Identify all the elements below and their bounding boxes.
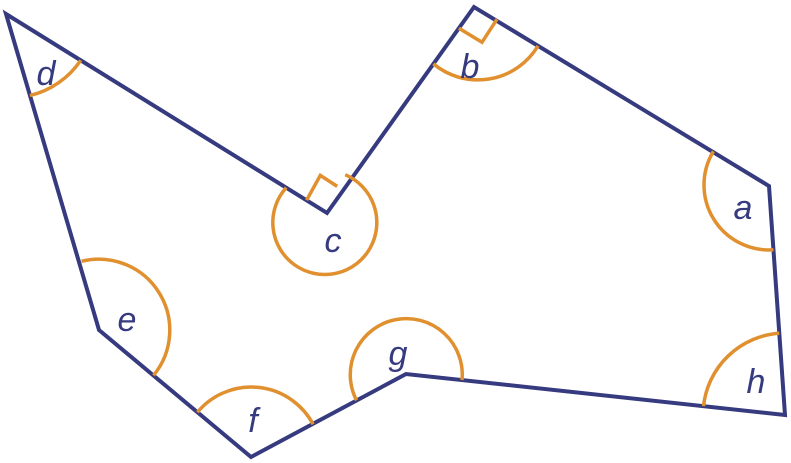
angle-arc-e [81,257,172,377]
right-angle-marker-c [305,172,339,202]
angle-label-a: a [734,189,753,227]
angle-label-d: d [37,55,57,93]
angle-label-b: b [461,48,480,86]
angle-label-g: g [389,335,408,373]
angle-label-e: e [118,301,137,339]
angle-label-h: h [747,363,766,401]
angle-arc-d [29,59,83,98]
angle-arc-a [702,150,774,252]
angle-arc-c [271,173,379,277]
angle-arc-b [432,44,540,82]
angle-arc-g [348,316,465,402]
right-angle-marker-b [457,18,499,45]
angle-arc-h [701,331,780,407]
angle-arc-f [196,385,315,426]
polygon-outline [2,4,788,460]
angle-label-c: c [325,222,342,260]
angle-label-f: f [248,402,261,440]
